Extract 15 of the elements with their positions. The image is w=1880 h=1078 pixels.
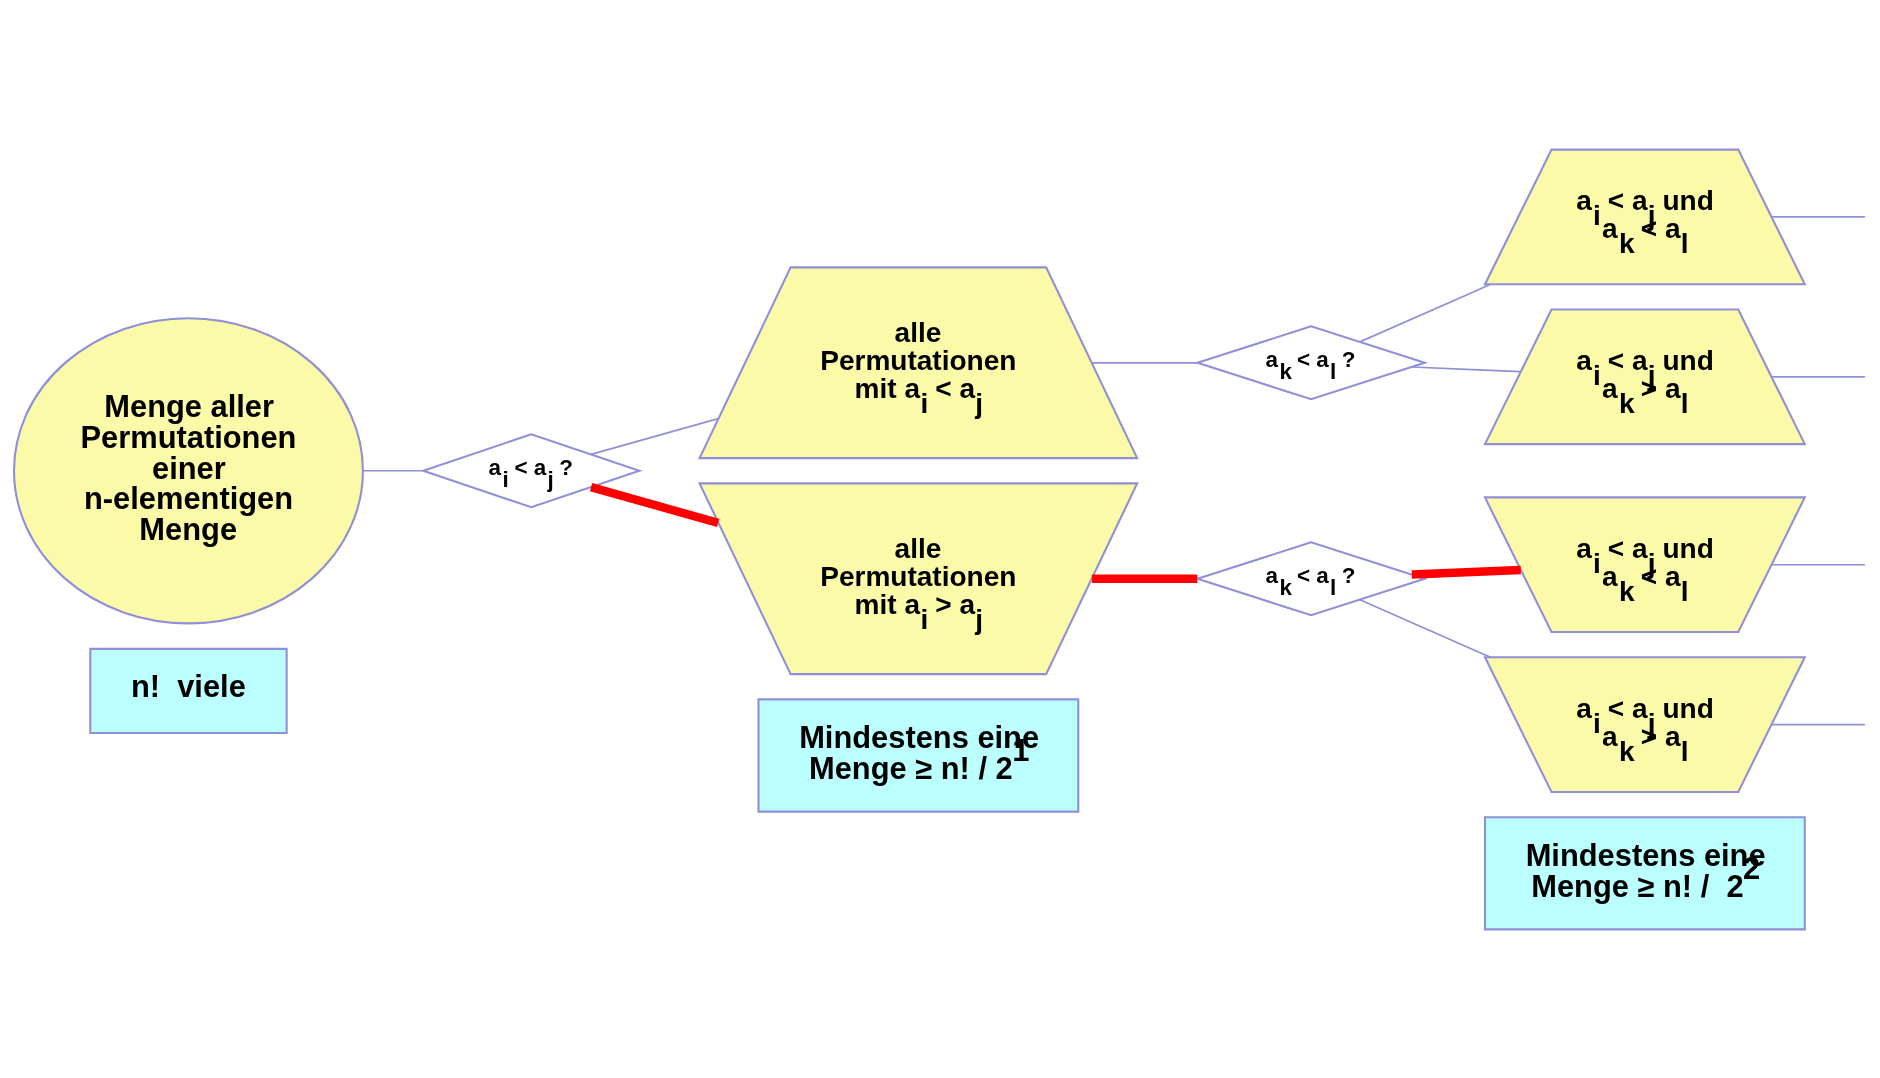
connector [1091, 574, 1198, 583]
node-box: n! viele [89, 647, 288, 734]
connector [1091, 361, 1199, 364]
connector [1410, 365, 1522, 372]
node-ellipse: Menge aller Permutationen einer n-elementigen Menge [12, 316, 364, 624]
connector [1359, 598, 1492, 658]
connector [362, 469, 424, 472]
connector [1411, 565, 1521, 579]
connector [1359, 282, 1492, 343]
connector [590, 417, 719, 455]
connector [1770, 215, 1866, 218]
connector [1770, 723, 1866, 725]
connector [1770, 563, 1866, 566]
connector [589, 482, 720, 527]
connector [1770, 375, 1866, 378]
